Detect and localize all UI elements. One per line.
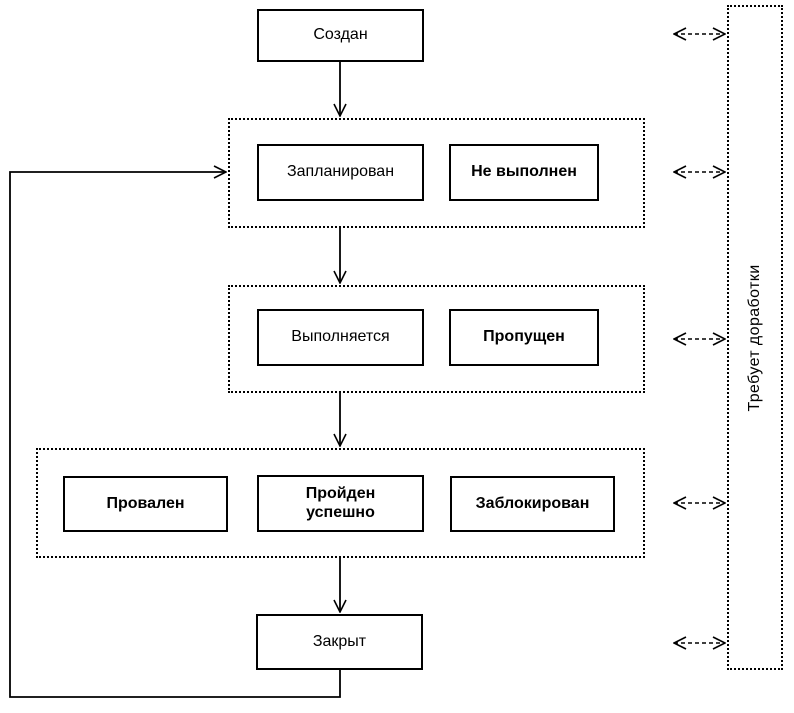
node-closed-label: Закрыт <box>312 632 367 650</box>
node-in-progress-label: Выполняется <box>291 328 390 346</box>
node-closed: Закрыт <box>256 614 423 670</box>
rework-sidebar-label: Требует доработки <box>746 263 763 412</box>
node-not-executed: Не выполнен <box>449 144 599 201</box>
node-skipped-label: Пропущен <box>483 328 565 346</box>
node-planned: Запланирован <box>257 144 424 201</box>
node-planned-label: Запланирован <box>286 163 395 181</box>
node-blocked-label: Заблокирован <box>475 494 590 512</box>
node-created: Создан <box>257 9 424 62</box>
node-blocked: Заблокирован <box>450 476 615 532</box>
node-not-executed-label: Не выполнен <box>471 163 577 181</box>
node-in-progress: Выполняется <box>257 309 424 366</box>
rework-sidebar: Требует доработки <box>727 5 783 670</box>
node-failed-label: Провален <box>106 494 185 512</box>
arrow-closed-to-planned-group-loop <box>9 172 341 698</box>
group-execution-stage <box>228 285 645 393</box>
node-skipped: Пропущен <box>449 309 599 366</box>
node-failed: Провален <box>63 476 228 532</box>
group-result-stage <box>36 448 645 558</box>
node-created-label: Создан <box>313 26 368 44</box>
group-planned-stage <box>228 118 645 228</box>
node-passed: Пройден успешно <box>257 475 424 532</box>
node-passed-label: Пройден успешно <box>305 485 376 521</box>
